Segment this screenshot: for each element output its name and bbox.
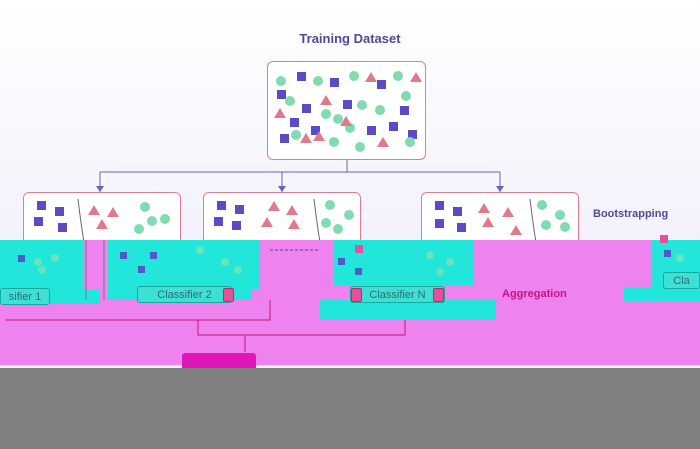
classifier-2-label: Classifier 2 <box>157 289 212 301</box>
classifier-2-cap <box>223 288 234 302</box>
bootstrapping-label: Bootstrapping <box>593 208 669 220</box>
gray-band <box>0 368 700 449</box>
teal-bar <box>320 300 496 320</box>
classifier-1-label: sifier 1 <box>8 291 42 303</box>
classifier-1-box: sifier 1 <box>0 288 50 305</box>
classifier-n-box: Classifier N <box>350 286 445 303</box>
aggregation-label: Aggregation <box>502 288 567 300</box>
classifier-n-cap-left <box>351 288 362 302</box>
classifier-n-label: Classifier N <box>369 289 426 301</box>
teal-block <box>108 240 260 290</box>
teal-bar <box>624 287 700 301</box>
classifier-partial-right-box: Cla <box>663 272 700 289</box>
dataset-box <box>267 61 426 160</box>
final-prediction-block <box>182 353 256 368</box>
classifier-2-box: Classifier 2 <box>137 286 232 303</box>
training-dataset-title: Training Dataset <box>299 31 401 46</box>
dataset-points <box>274 71 422 152</box>
classifier-partial-right-label: Cla <box>673 275 690 287</box>
classifier-n-cap-right <box>433 288 444 302</box>
